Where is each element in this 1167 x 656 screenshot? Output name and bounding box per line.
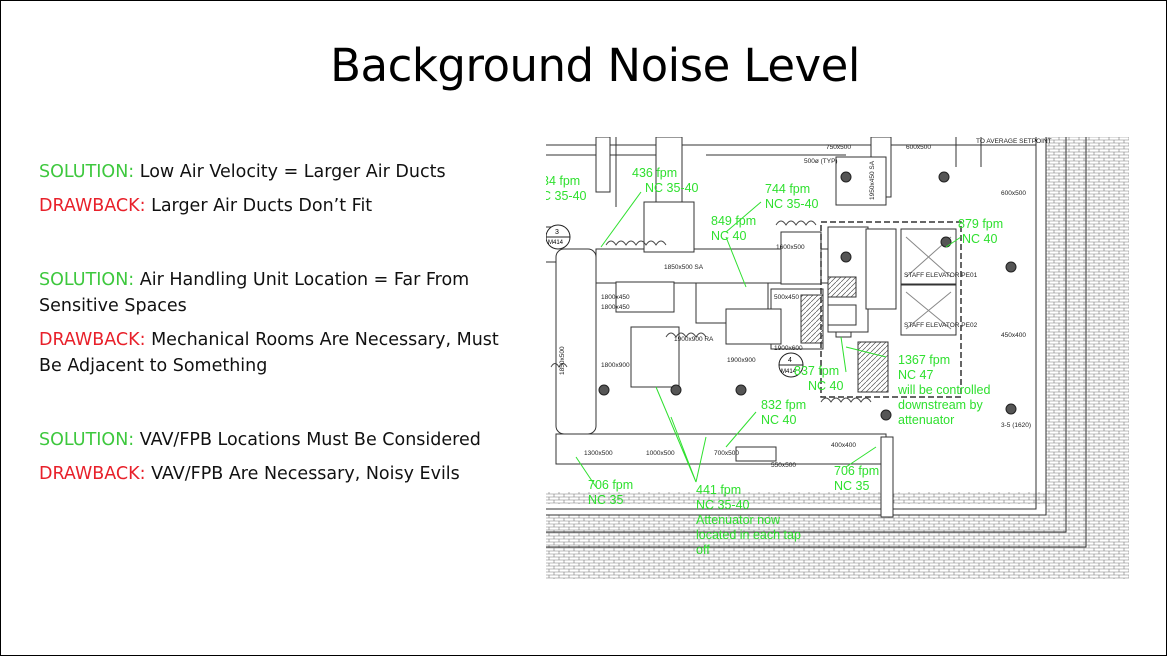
annotation-a2: 436 fpm NC 35-40: [632, 166, 699, 195]
point-text: Air Handling Unit Location = Far From Se…: [39, 270, 470, 316]
room-label: STAFF ELEVATOR PE02: [904, 322, 978, 329]
duct-size-label: 1850x500: [559, 346, 566, 375]
walls: [546, 137, 1129, 579]
hvac-plan-svg: 1850x500 SA 1800x450 1800x450 1800x900 1…: [546, 137, 1129, 579]
duct-size-label: 450x400: [1001, 332, 1026, 339]
section-tag-number: 3: [555, 229, 559, 236]
solution-label: SOLUTION:: [39, 270, 135, 290]
point-drawback-1: DRAWBACK: Larger Air Ducts Don’t Fit: [39, 193, 519, 219]
hvac-floor-plan: 1850x500 SA 1800x450 1800x450 1800x900 1…: [546, 137, 1129, 579]
duct-sizes: 1850x500 SA 1800x450 1800x450 1800x900 1…: [559, 138, 1052, 469]
diffusers: [550, 220, 872, 403]
duct-size-label: 700x500: [714, 450, 739, 457]
point-drawback-2: DRAWBACK: Mechanical Rooms Are Necessary…: [39, 327, 519, 379]
duct-size-label: 1000x500: [646, 450, 675, 457]
duct-size-label: 1900x600: [774, 345, 803, 352]
duct-size-label: 1800x450: [601, 294, 630, 301]
duct-size-label: 1800x900: [601, 362, 630, 369]
annotation-a6: 1367 fpm NC 47 will be controlled downst…: [897, 353, 994, 427]
slide-title: Background Noise Level: [330, 39, 860, 92]
solution-label: SOLUTION:: [39, 162, 135, 182]
annotation-a5: 879 fpm NC 40: [958, 217, 1007, 246]
duct-size-label: TO AVERAGE SETPOINT: [976, 138, 1052, 145]
duct-size-label: 1600x500: [776, 244, 805, 251]
ductwork: [555, 137, 894, 518]
point-text: Low Air Velocity = Larger Air Ducts: [134, 162, 446, 182]
annotation-a8: 832 fpm NC 40: [761, 398, 810, 427]
duct-size-label: 1950x450 SA: [869, 160, 876, 200]
drawback-label: DRAWBACK:: [39, 330, 146, 350]
columns: [598, 171, 1017, 421]
annotation-a11: 441 fpm NC 35-40 Attenuator now located …: [696, 483, 804, 557]
duct-size-label: 750x500: [826, 144, 851, 151]
room-label: 3-5 (1620): [1001, 422, 1031, 429]
leader-lines: [575, 191, 962, 488]
section-tag-number: 4: [788, 357, 792, 364]
annotation-a10: 706 fpm NC 35: [588, 478, 637, 507]
section-tag-sheet: M414: [548, 240, 564, 246]
section-tags: 3 M414 4 M414: [546, 224, 804, 378]
duct-size-label: 1900x900 RA: [674, 336, 714, 343]
duct-size-label: 500ø (TYP): [804, 158, 838, 165]
duct-size-label: 1850x500 SA: [664, 264, 704, 271]
point-text: Larger Air Ducts Don’t Fit: [145, 196, 373, 216]
point-text: Mechanical Rooms Are Necessary, Must Be …: [39, 330, 499, 376]
duct-size-label: 400x400: [831, 442, 856, 449]
duct-size-label: 600x500: [1001, 190, 1026, 197]
annotation-a7: 837 fpm NC 40: [794, 364, 843, 393]
drawback-label: DRAWBACK:: [39, 196, 146, 216]
annotation-a9: 706 fpm NC 35: [834, 464, 883, 493]
core-rooms: [820, 221, 962, 398]
duct-size-label: 600x500: [906, 144, 931, 151]
solution-label: SOLUTION:: [39, 430, 135, 450]
section-tag-sheet: M414: [781, 369, 797, 375]
duct-size-label: 1900x900: [727, 357, 756, 364]
point-solution-3: SOLUTION: VAV/FPB Locations Must Be Cons…: [39, 427, 519, 453]
bullet-list: SOLUTION: Low Air Velocity = Larger Air …: [39, 159, 519, 495]
point-solution-2: SOLUTION: Air Handling Unit Location = F…: [39, 267, 519, 319]
duct-size-label: 1800x450: [601, 304, 630, 311]
duct-size-label: 550x500: [771, 462, 796, 469]
duct-size-label: 500x450: [774, 294, 799, 301]
point-solution-1: SOLUTION: Low Air Velocity = Larger Air …: [39, 159, 519, 185]
duct-size-label: 1300x500: [584, 450, 613, 457]
annotation-a4: 849 fpm NC 40: [711, 214, 760, 243]
drawback-label: DRAWBACK:: [39, 464, 146, 484]
point-text: VAV/FPB Locations Must Be Considered: [134, 430, 481, 450]
velocity-annotations: 34 fpm C 35-40 436 fpm NC 35-40 744 fpm …: [546, 166, 1007, 557]
annotation-a1: 34 fpm C 35-40: [546, 174, 587, 203]
point-text: VAV/FPB Are Necessary, Noisy Evils: [145, 464, 460, 484]
room-label: STAFF ELEVATOR PE01: [904, 272, 978, 279]
annotation-a3: 744 fpm NC 35-40: [765, 182, 819, 211]
point-drawback-3: DRAWBACK: VAV/FPB Are Necessary, Noisy E…: [39, 461, 519, 487]
